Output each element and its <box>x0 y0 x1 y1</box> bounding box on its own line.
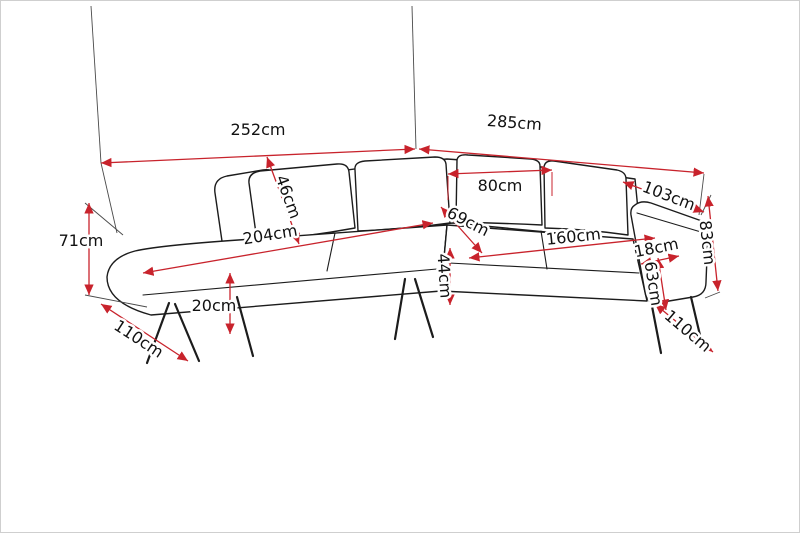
dim-line-110cm-left <box>100 303 189 362</box>
armrest-top-edge <box>636 212 702 233</box>
dim-label-seat-height: 44cm <box>433 253 455 299</box>
dim-line-63cm <box>654 257 670 311</box>
dim-line-83cm <box>704 195 722 292</box>
dimension-lines <box>84 144 722 362</box>
dim-label-width-right: 285cm <box>486 111 542 134</box>
ext-top-center <box>411 5 417 150</box>
leg-center-b <box>413 277 435 339</box>
dim-label-leg-height: 20cm <box>192 296 237 315</box>
dim-line-204cm <box>142 220 434 276</box>
dim-label-depth-left: 110cm <box>111 316 167 362</box>
ext-right-armrest <box>698 173 705 216</box>
leg-right-a <box>649 299 663 355</box>
pillow-right-2 <box>543 160 629 236</box>
dim-line-160cm <box>468 234 656 262</box>
pillow-left-2 <box>354 156 451 232</box>
dim-label-total-height: 83cm <box>696 219 720 265</box>
dim-line-69cm <box>440 206 483 254</box>
ext-83-bottom <box>704 291 721 299</box>
dim-label-back-cushion-width: 80cm <box>478 176 523 195</box>
dim-line-110cm-right <box>654 303 714 353</box>
dim-line-103cm <box>622 181 705 213</box>
ext-top-left <box>90 5 102 164</box>
leg-left-c <box>235 295 255 358</box>
ext-left-end <box>100 162 118 234</box>
right-seat-front-edge <box>448 262 640 274</box>
sofa-drawing <box>106 154 709 365</box>
dim-label-left-end-height: 71cm <box>59 231 104 250</box>
dim-label-depth-right: 110cm <box>661 306 715 356</box>
leg-center-a <box>393 277 407 341</box>
dim-line-252cm <box>100 144 416 168</box>
dim-line-80cm <box>447 165 553 179</box>
dim-line-285cm <box>418 145 705 177</box>
dim-label-width-left: 252cm <box>231 120 286 139</box>
